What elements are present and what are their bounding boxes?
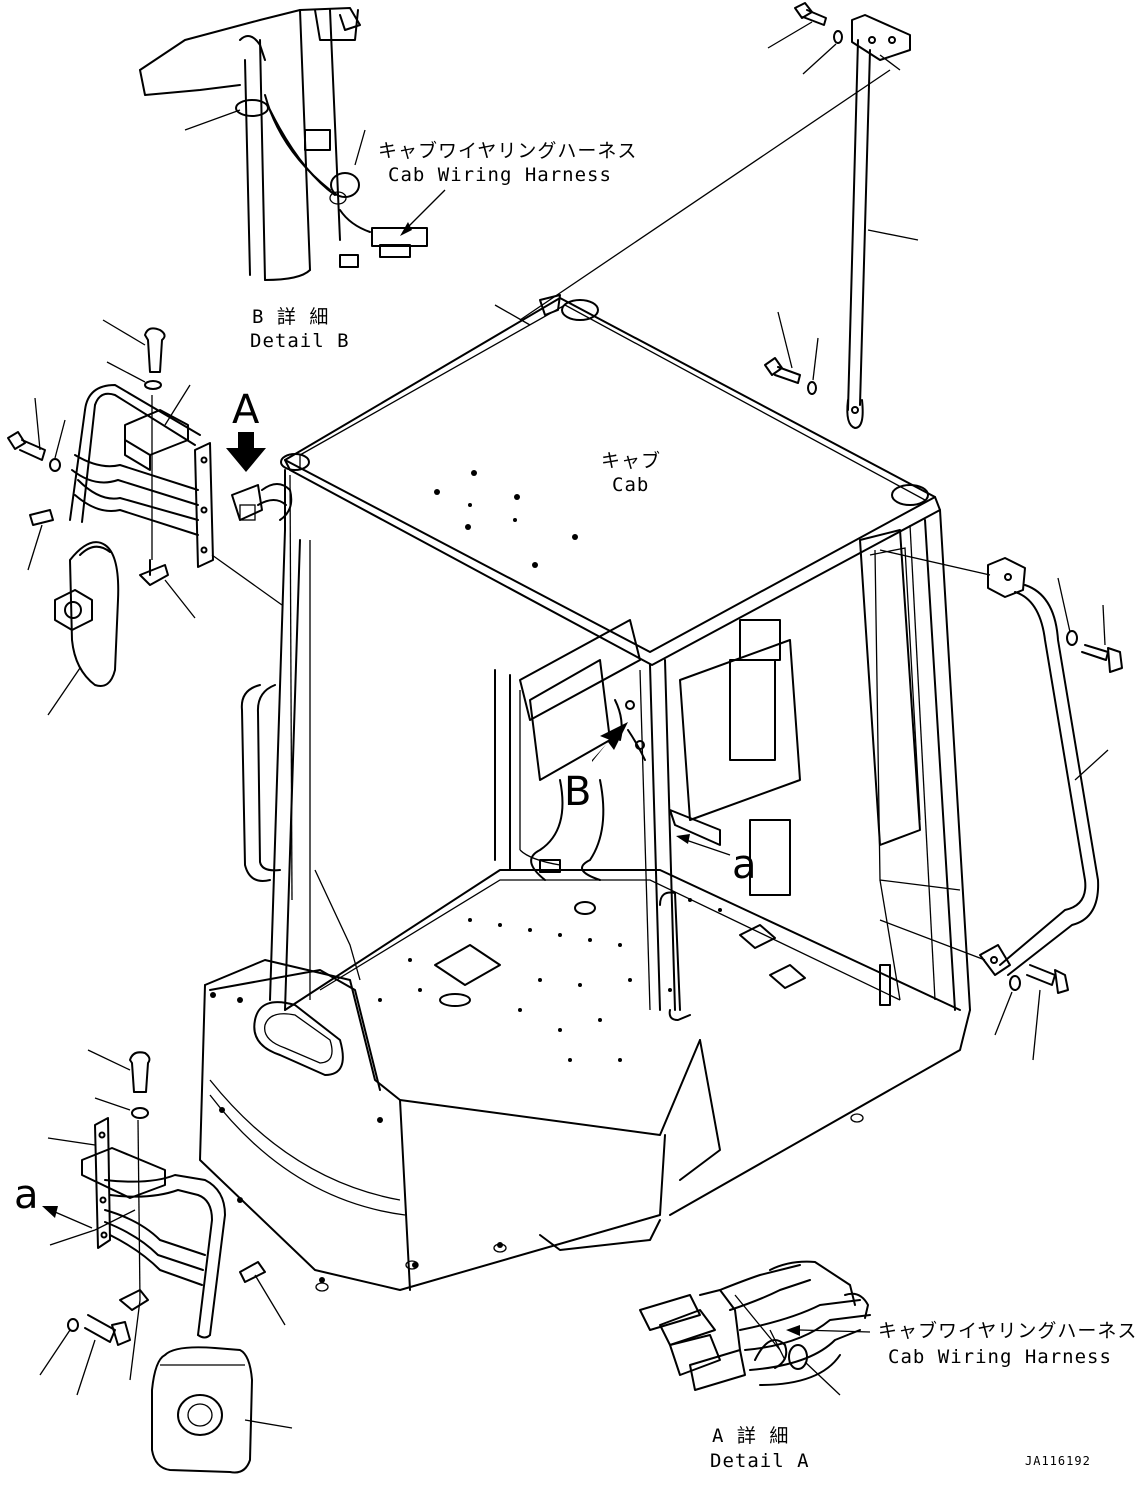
detail-a-illustration bbox=[639, 1260, 871, 1396]
stay-rod-assembly bbox=[494, 2, 919, 429]
cab-label-en: Cab bbox=[612, 474, 650, 496]
marker-a: A bbox=[232, 387, 260, 433]
harness-label-en-top: Cab Wiring Harness bbox=[388, 164, 612, 186]
cab-body bbox=[199, 297, 971, 1292]
drawing-id: JA116192 bbox=[1025, 1454, 1091, 1468]
detail-b-illustration bbox=[139, 7, 446, 281]
cab-label-jp: キャブ bbox=[601, 450, 662, 472]
detail-b-title-jp: B 詳 細 bbox=[252, 306, 330, 328]
lower-left-mirror-assembly bbox=[39, 1049, 293, 1474]
detail-a-title-jp: A 詳 細 bbox=[712, 1425, 790, 1447]
upper-left-mirror-assembly bbox=[7, 319, 283, 716]
harness-label-jp-top: キャブワイヤリングハーネス bbox=[378, 140, 638, 162]
right-handrail-assembly bbox=[879, 549, 1123, 1061]
marker-a-left: a bbox=[14, 1172, 39, 1218]
harness-label-jp-bottom: キャブワイヤリングハーネス bbox=[878, 1320, 1135, 1342]
detail-b-title-en: Detail B bbox=[250, 330, 350, 352]
marker-a-lower: a bbox=[732, 842, 757, 888]
marker-b: B bbox=[564, 769, 592, 815]
harness-label-en-bottom: Cab Wiring Harness bbox=[888, 1346, 1112, 1368]
detail-a-title-en: Detail A bbox=[710, 1450, 810, 1472]
detail-a-pointer bbox=[226, 432, 293, 521]
